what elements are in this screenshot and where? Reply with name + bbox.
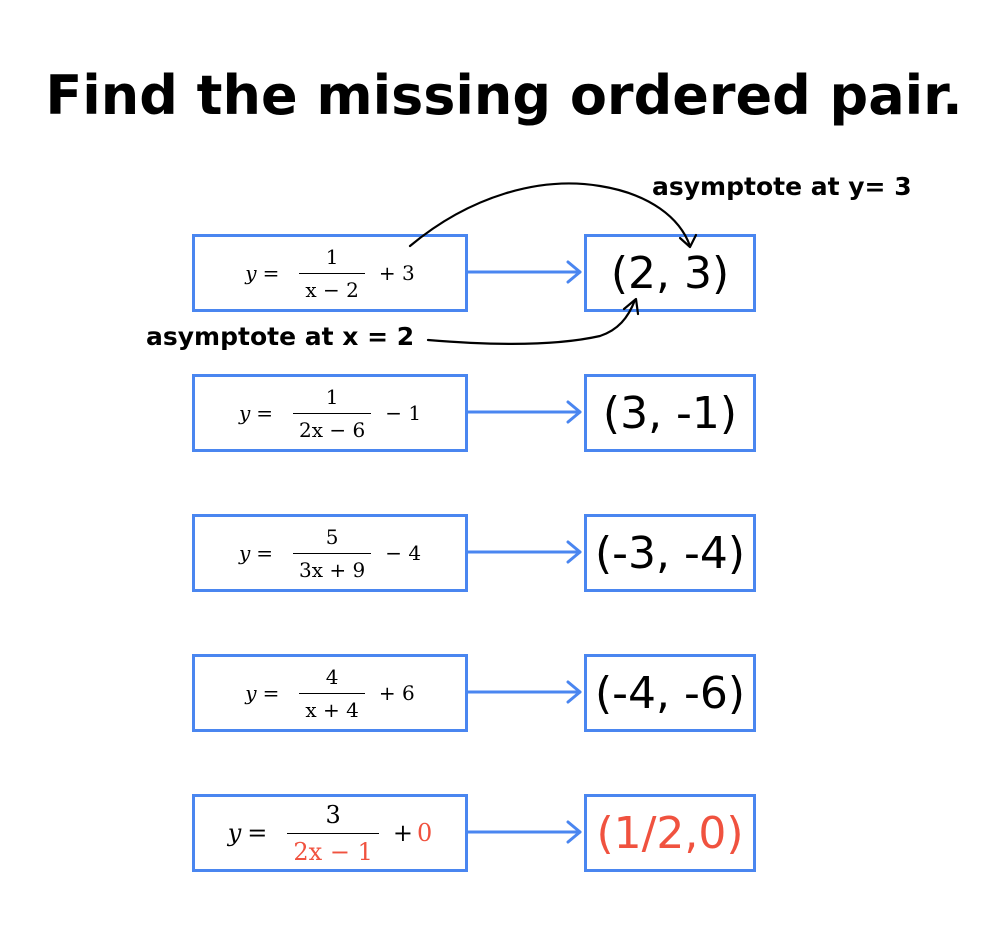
denominator-2: 2x − 6 <box>293 412 372 442</box>
x-asymptote-note: asymptote at x = 2 <box>146 322 415 351</box>
equation-4: y= 4 x + 4 + 6 <box>245 664 415 722</box>
denominator-1: x − 2 <box>299 272 365 302</box>
ordered-pair-4: (-4, -6) <box>594 667 746 719</box>
denominator-5: 2x − 1 <box>287 832 379 866</box>
pair-box-4: (-4, -6) <box>584 654 756 732</box>
row-arrow-4 <box>466 680 582 704</box>
equation-box-5: y= 3 2x − 1 + 0 <box>192 794 468 872</box>
pair-box-5: (1/2,0) <box>584 794 756 872</box>
row-arrow-1 <box>466 260 582 284</box>
fraction-2: 1 2x − 6 <box>289 385 375 442</box>
row-arrow-3 <box>466 540 582 564</box>
numerator-4: 4 <box>325 664 339 689</box>
numerator-2: 1 <box>325 384 339 409</box>
numerator-5: 3 <box>325 800 341 829</box>
pair-box-2: (3, -1) <box>584 374 756 452</box>
constant-term-3: − 4 <box>385 541 422 565</box>
equation-box-3: y= 5 3x + 9 − 4 <box>192 514 468 592</box>
equation-box-1: y= 1 x − 2 + 3 <box>192 234 468 312</box>
denominator-4: x + 4 <box>299 692 365 722</box>
row-arrow-5 <box>466 820 582 844</box>
ordered-pair-5: (1/2,0) <box>596 807 744 859</box>
constant-sign-5: + <box>392 819 413 847</box>
constant-term-1: + 3 <box>378 261 415 285</box>
y-asymptote-note: asymptote at y= 3 <box>652 172 912 201</box>
constant-value-5: 0 <box>416 819 433 847</box>
equation-1: y= 1 x − 2 + 3 <box>245 244 415 302</box>
equation-5: y= 3 2x − 1 + 0 <box>227 800 433 866</box>
equation-3: y= 5 3x + 9 − 4 <box>238 524 422 582</box>
row-arrow-2 <box>466 400 582 424</box>
y-asymptote-arrow <box>408 182 698 249</box>
fraction-5: 3 2x − 1 <box>283 801 382 866</box>
equation-2: y= 1 2x − 6 − 1 <box>238 384 422 442</box>
constant-term-4: + 6 <box>378 681 415 705</box>
fraction-1: 1 x − 2 <box>295 245 368 302</box>
equation-box-2: y= 1 2x − 6 − 1 <box>192 374 468 452</box>
page-title: Find the missing ordered pair. <box>45 64 963 127</box>
denominator-3: 3x + 9 <box>293 552 372 582</box>
fraction-4: 4 x + 4 <box>295 665 368 722</box>
ordered-pair-3: (-3, -4) <box>594 527 746 579</box>
ordered-pair-1: (2, 3) <box>610 247 730 299</box>
equation-box-4: y= 4 x + 4 + 6 <box>192 654 468 732</box>
numerator-3: 5 <box>325 524 339 549</box>
pair-box-1: (2, 3) <box>584 234 756 312</box>
pair-box-3: (-3, -4) <box>584 514 756 592</box>
fraction-3: 5 3x + 9 <box>289 525 375 582</box>
ordered-pair-2: (3, -1) <box>602 387 738 439</box>
numerator-1: 1 <box>325 244 339 269</box>
x-asymptote-arrow <box>426 297 640 345</box>
constant-term-2: − 1 <box>385 401 422 425</box>
